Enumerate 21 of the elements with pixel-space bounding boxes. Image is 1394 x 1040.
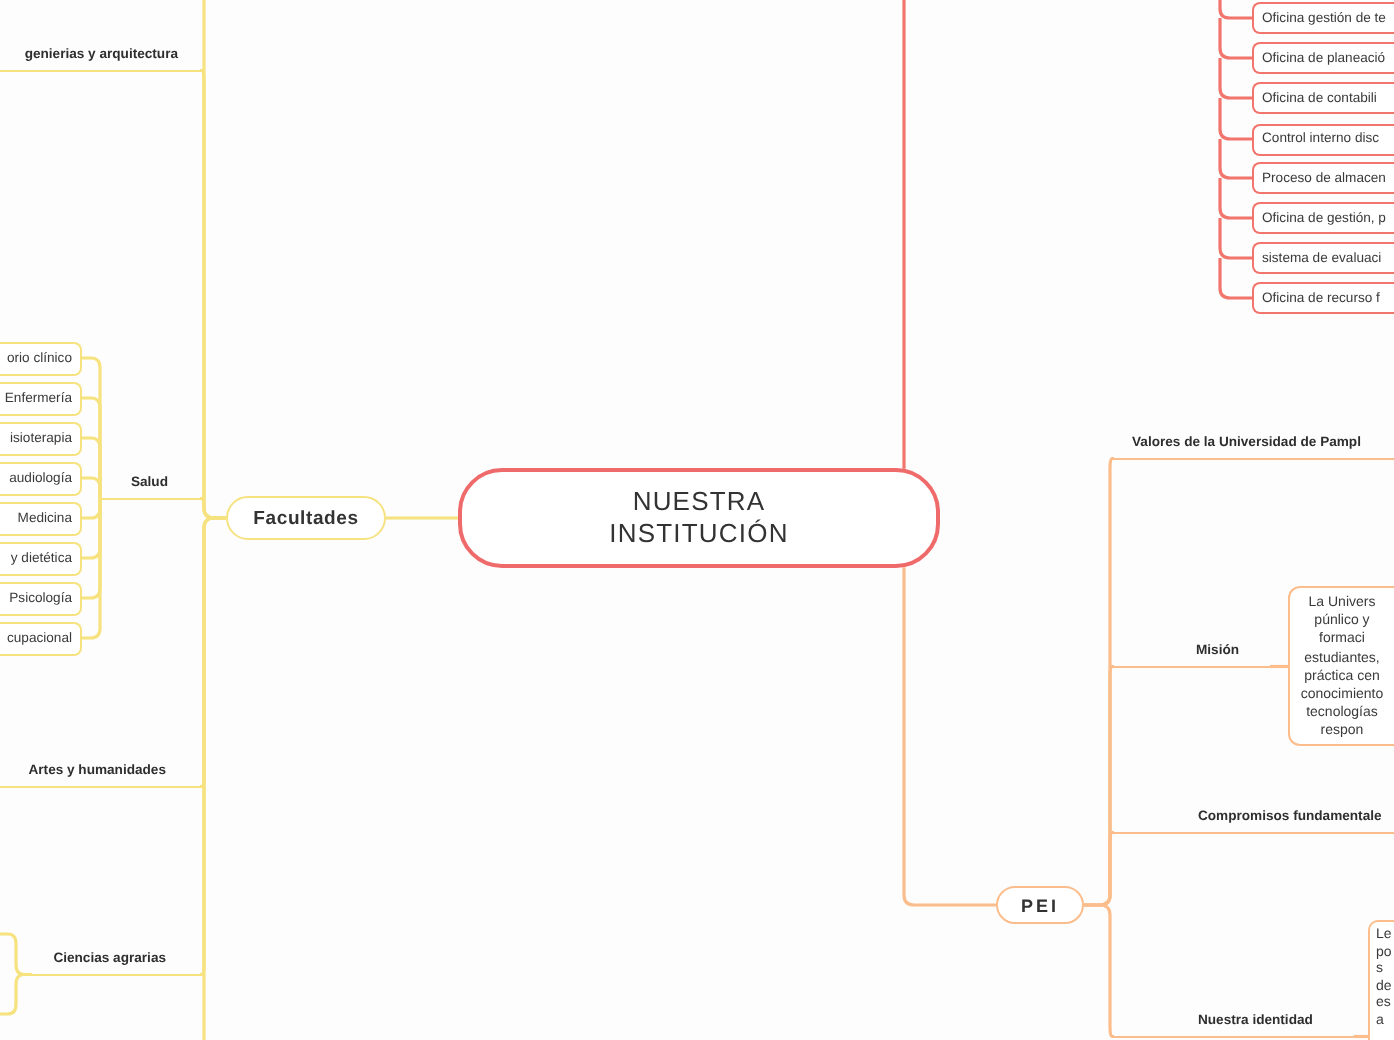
connector-line <box>1218 139 1252 180</box>
connector-line <box>1218 0 1252 20</box>
main-topic: PEI <box>996 886 1084 924</box>
connector-line <box>1354 1034 1368 1039</box>
connector-line <box>82 498 102 640</box>
connector-line <box>0 972 32 1016</box>
connector-line <box>1218 178 1252 220</box>
connector-line <box>82 476 102 499</box>
connector-line <box>1218 218 1252 260</box>
connector-line <box>202 516 226 1040</box>
connector-line <box>1218 58 1252 100</box>
connector-line <box>1218 98 1252 141</box>
connector-line <box>1218 18 1252 60</box>
connector-line <box>1084 903 1115 1039</box>
connector-line <box>1270 664 1288 669</box>
connector-line <box>902 567 996 907</box>
central-topic: NUESTRA INSTITUCIÓN <box>458 468 940 568</box>
main-topic: Facultades <box>226 496 386 540</box>
connector-line <box>386 516 458 520</box>
connector-line <box>902 0 906 469</box>
connector-line <box>1218 258 1252 300</box>
